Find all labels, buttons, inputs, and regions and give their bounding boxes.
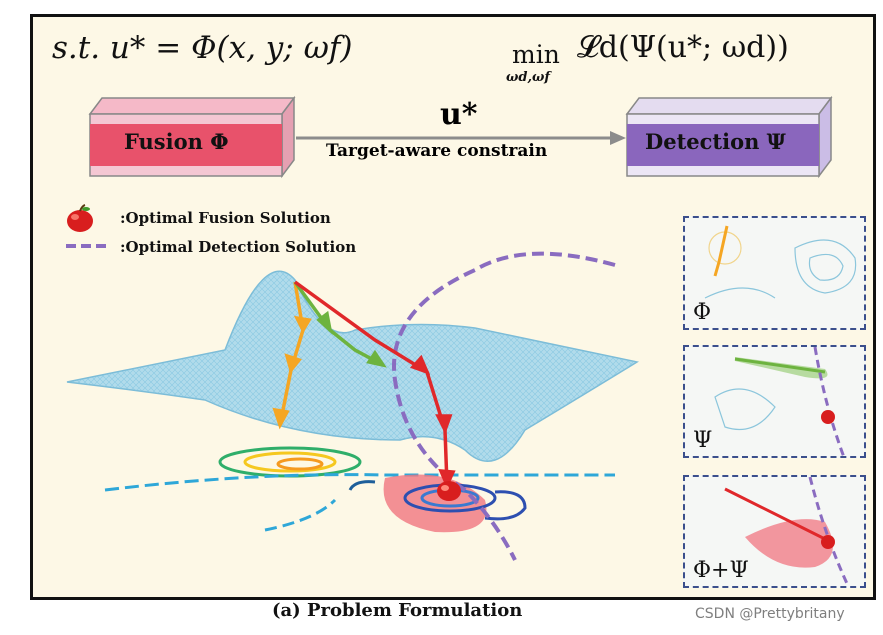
objective-loss: 𝓛d(Ψ(u*; ωd))	[577, 30, 789, 65]
apple-icon	[67, 204, 93, 232]
panel-phi-psi: Φ+Ψ	[683, 475, 866, 588]
objective-subscript: ωd,ωf	[506, 70, 550, 85]
legend-detection-text: :Optimal Detection Solution	[120, 238, 357, 256]
panel-psi: Ψ	[683, 345, 866, 458]
constraint-formula: s.t. u* = Φ(x, y; ωf)	[52, 30, 353, 66]
surface-illustration	[66, 251, 640, 561]
dashed-line-icon	[66, 244, 106, 248]
panel-phi-label: Φ	[693, 300, 712, 325]
constraint-arrow	[296, 131, 626, 145]
fusion-label: Fusion Φ	[124, 129, 229, 154]
detection-box	[625, 96, 833, 179]
watermark: CSDN @Prettybritany	[695, 606, 845, 622]
arrow-bottom-label: Target-aware constrain	[326, 141, 548, 161]
arrow-top-label: u*	[440, 97, 478, 132]
panel-phi: Φ	[683, 216, 866, 330]
fusion-box	[88, 96, 296, 179]
figure-caption: (a) Problem Formulation	[272, 600, 523, 621]
detection-label: Detection Ψ	[645, 129, 786, 154]
panel-psi-contours	[714, 347, 846, 456]
panel-phi-psi-label: Φ+Ψ	[693, 558, 749, 583]
panel-psi-label: Ψ	[693, 428, 713, 453]
panel-phi-contours	[704, 225, 857, 299]
objective-min: min	[512, 40, 560, 69]
legend-fusion-text: :Optimal Fusion Solution	[120, 209, 331, 227]
panel-phi-psi-contours	[724, 477, 850, 586]
